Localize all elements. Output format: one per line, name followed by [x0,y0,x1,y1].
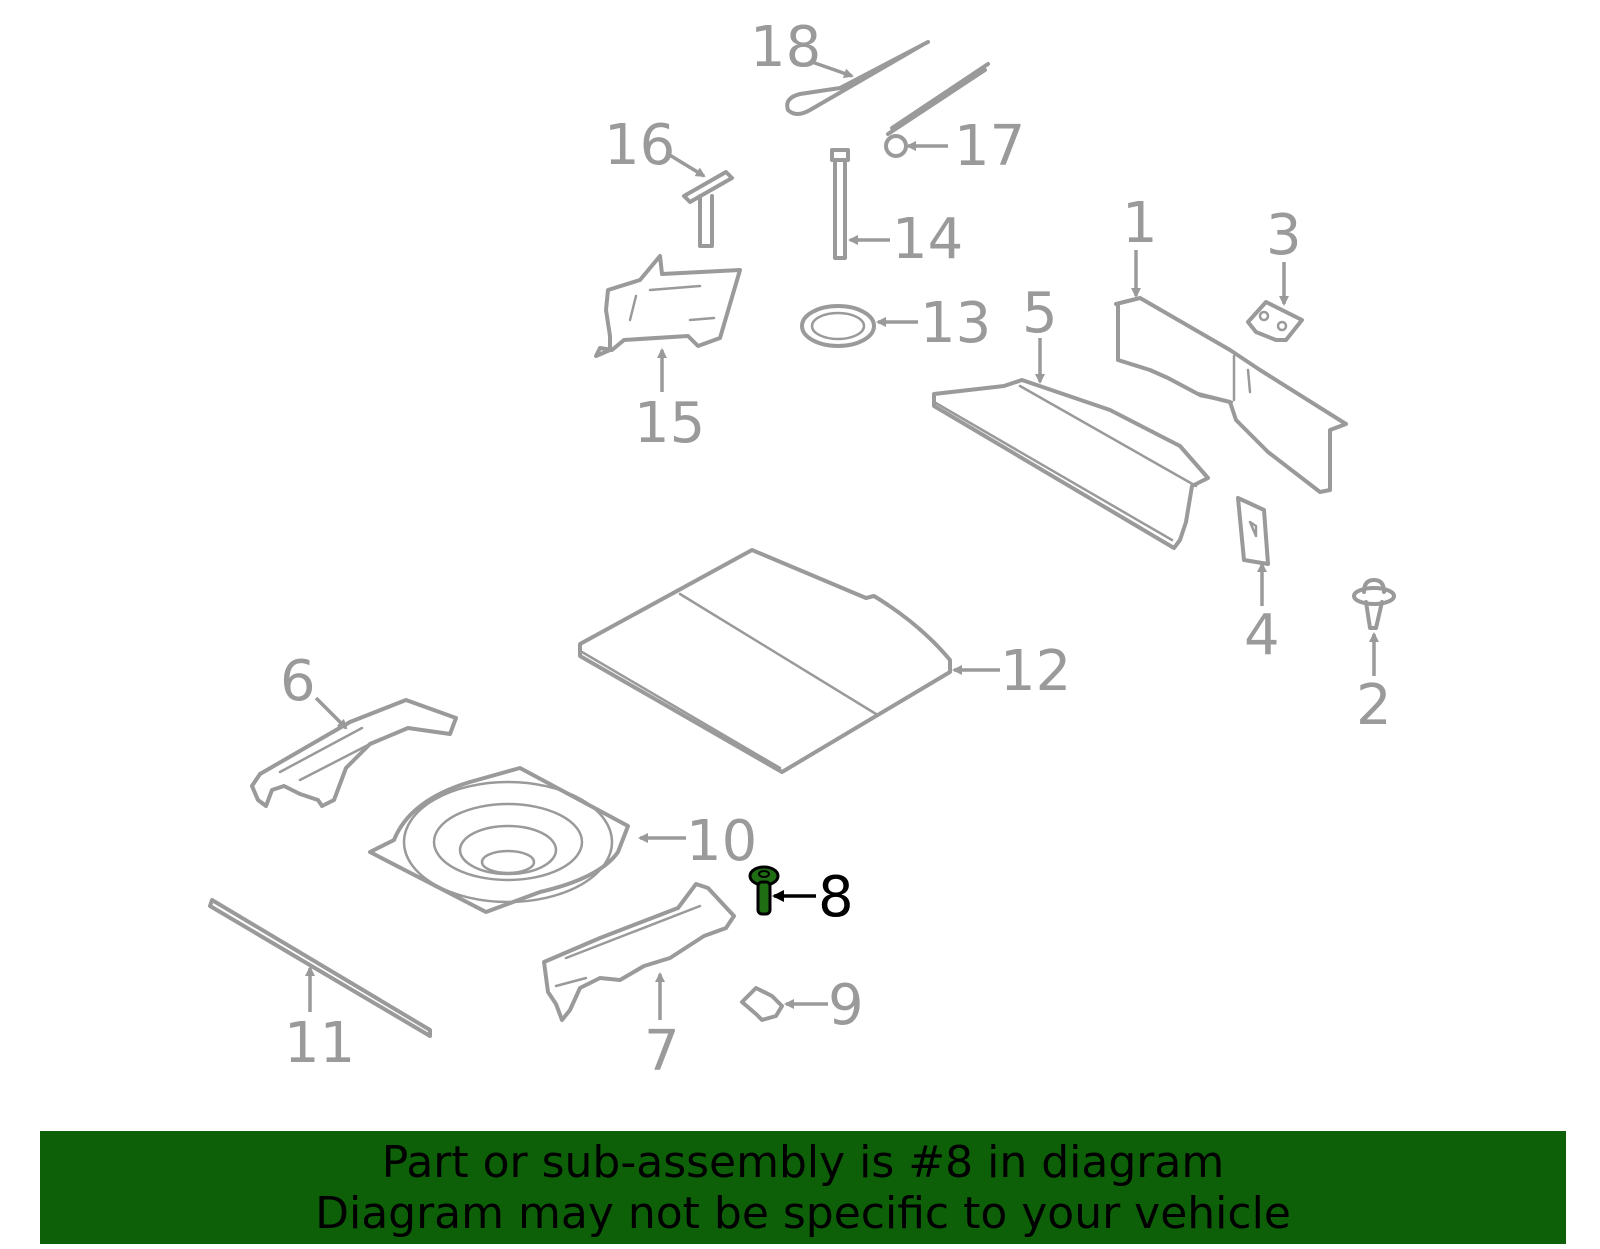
part-15-jack [594,254,742,358]
banner-line-2: Diagram may not be specific to your vehi… [315,1188,1291,1239]
callout-17: 17 [954,114,1025,179]
callout-12: 12 [1000,639,1071,704]
callout-5: 5 [1022,281,1058,346]
callout-11: 11 [284,1011,355,1076]
part-18-hook [785,40,930,116]
callout-9: 9 [828,973,864,1038]
info-banner: Part or sub-assembly is #8 in diagram Di… [40,1131,1566,1244]
part-2-clip [1352,578,1396,630]
callout-3: 3 [1266,203,1302,268]
callout-4: 4 [1244,603,1280,668]
part-5-cargo-cover [932,378,1210,550]
callout-6: 6 [280,649,316,714]
callout-16: 16 [604,113,675,178]
part-8-bolt [748,865,780,916]
banner-line-1: Part or sub-assembly is #8 in diagram [381,1137,1225,1188]
part-11-strip [208,898,432,1038]
part-13-washer [800,304,876,348]
callout-8: 8 [818,865,854,930]
part-14-bolt [830,148,850,260]
part-10-tire-well [368,766,630,914]
callout-1: 1 [1122,191,1158,256]
part-12-floor-board [578,548,952,774]
callout-labels: 18 17 16 14 13 15 1 3 5 4 2 12 6 10 8 9 … [280,15,1392,1084]
part-1-trim-panel [1114,296,1348,494]
callout-15: 15 [634,391,705,456]
part-4-plate [1236,496,1270,566]
callout-14: 14 [892,207,963,272]
part-7-bracket [542,882,736,1022]
part-6-bracket [250,698,458,808]
part-9-clip [740,986,784,1022]
callout-13: 13 [920,291,991,356]
callout-7: 7 [644,1019,680,1084]
part-3-bracket [1246,300,1304,342]
leader-arrows [305,60,1379,1020]
callout-18: 18 [750,15,821,80]
callout-2: 2 [1356,673,1392,738]
part-16-knob [682,170,734,248]
callout-10: 10 [686,809,757,874]
